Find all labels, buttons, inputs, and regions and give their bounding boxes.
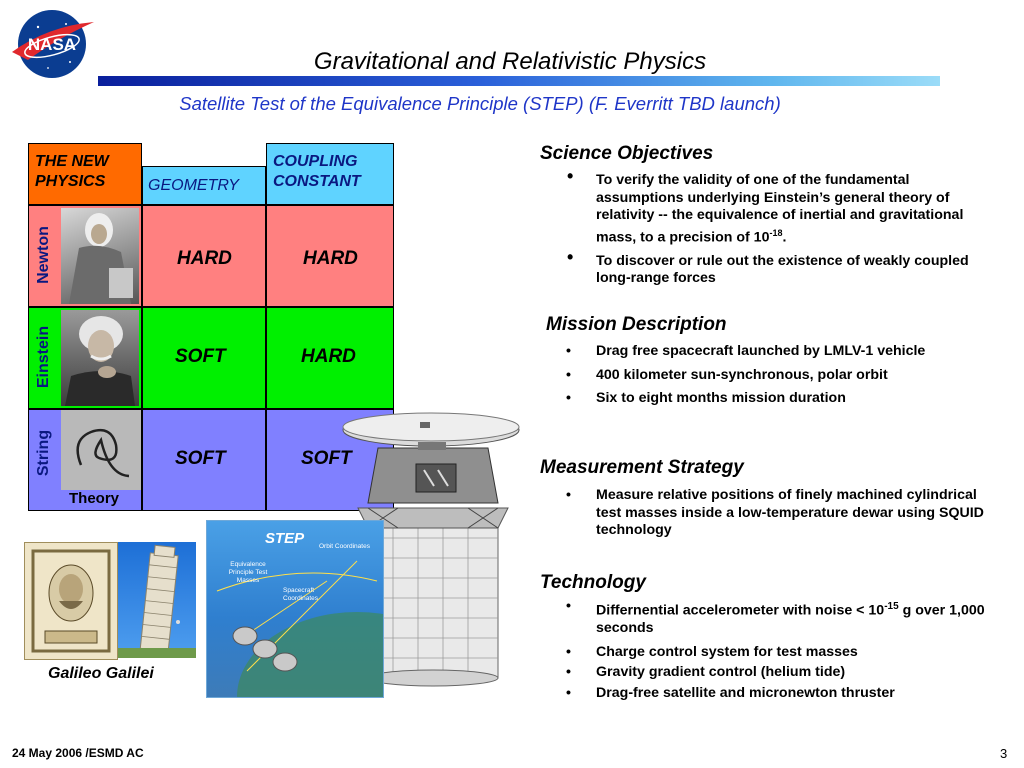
einstein-coupling-cell: HARD: [266, 307, 394, 409]
list-item: •Differnential accelerometer with noise …: [566, 598, 985, 637]
newton-coupling-cell: HARD: [266, 205, 394, 307]
technology-list: •Differnential accelerometer with noise …: [562, 598, 992, 705]
list-item: •400 kilometer sun-synchronous, polar or…: [566, 366, 888, 383]
einstein-coupling-value: HARD: [301, 346, 356, 367]
galileo-caption: Galileo Galilei: [48, 665, 154, 682]
diagram-label-equivalence: Equivalence Principle Test Masses: [228, 561, 268, 584]
header-coupling-line2: CONSTANT: [273, 173, 361, 190]
row-label-einstein: Einstein: [35, 325, 52, 389]
mission-description-title: Mission Description: [546, 314, 727, 335]
list-item: •Drag-free satellite and micronewton thr…: [566, 684, 895, 701]
string-geometry-value: SOFT: [175, 448, 226, 469]
einstein-geometry-value: SOFT: [175, 346, 226, 367]
list-item: • To discover or rule out the existence …: [567, 246, 969, 287]
mission-description-list: •Drag free spacecraft launched by LMLV-1…: [562, 343, 992, 414]
footer-date: 24 May 2006 /ESMD AC: [12, 746, 144, 760]
newton-geometry-cell: HARD: [142, 205, 266, 307]
list-item: •Measure relative positions of finely ma…: [566, 487, 984, 538]
galileo-portrait: [24, 542, 118, 660]
header-new-physics: THE NEW PHYSICS: [28, 143, 142, 205]
einstein-geometry-cell: SOFT: [142, 307, 266, 409]
list-item: • To verify the validity of one of the f…: [567, 166, 964, 246]
string-geometry-cell: SOFT: [142, 409, 266, 511]
step-diagram-image: STEP Orbit Coordinates Equivalence Princ…: [206, 520, 477, 768]
list-item: •Charge control system for test masses: [566, 643, 858, 660]
measurement-strategy-title: Measurement Strategy: [540, 457, 744, 478]
page-number: 3: [1000, 746, 1008, 761]
list-item: •Gravity gradient control (helium tide): [566, 664, 846, 681]
technology-title: Technology: [540, 572, 646, 593]
svg-text:NASA: NASA: [28, 35, 76, 54]
pisa-tower-image: [118, 542, 196, 658]
row-label-string: String: [35, 429, 52, 477]
list-item: •Drag free spacecraft launched by LMLV-1…: [566, 343, 926, 359]
list-item: •Six to eight months mission duration: [566, 390, 846, 406]
row-newton-label-cell: Newton: [28, 205, 142, 307]
einstein-portrait: [61, 310, 139, 406]
header-new-physics-line2: PHYSICS: [35, 173, 106, 190]
header-geometry: GEOMETRY: [142, 166, 266, 205]
header-geometry-text: GEOMETRY: [148, 177, 239, 194]
row-einstein-label-cell: Einstein: [28, 307, 142, 409]
header-new-physics-line1: THE NEW: [35, 153, 109, 170]
string-coupling-value: SOFT: [301, 448, 352, 469]
step-label: STEP: [265, 530, 305, 547]
header-coupling-line1: COUPLING: [273, 153, 358, 170]
diagram-label-spacecraft: Spacecraft Coordinates: [283, 587, 319, 602]
science-objectives-list: • To verify the validity of one of the f…: [562, 166, 992, 294]
spacecraft-illustration: [338, 408, 524, 688]
row-label-newton: Newton: [35, 226, 52, 284]
theory-caption: Theory: [69, 490, 120, 507]
page-title: Gravitational and Relativistic Physics: [313, 48, 707, 75]
row-string-label-cell: String Theory: [28, 409, 142, 511]
science-objectives-title: Science Objectives: [540, 143, 714, 164]
header-coupling: COUPLING CONSTANT: [266, 143, 394, 205]
nasa-logo: NASA: [8, 2, 96, 82]
title-gradient-bar: [98, 76, 940, 86]
newton-portrait: [61, 208, 139, 304]
string-theory-image: [61, 410, 141, 490]
newton-coupling-value: HARD: [303, 248, 358, 269]
measurement-strategy-list: •Measure relative positions of finely ma…: [562, 487, 992, 546]
page-subtitle: Satellite Test of the Equivalence Princi…: [179, 93, 781, 114]
newton-geometry-value: HARD: [177, 248, 232, 269]
diagram-label-orbit: Orbit Coordinates: [319, 543, 370, 550]
